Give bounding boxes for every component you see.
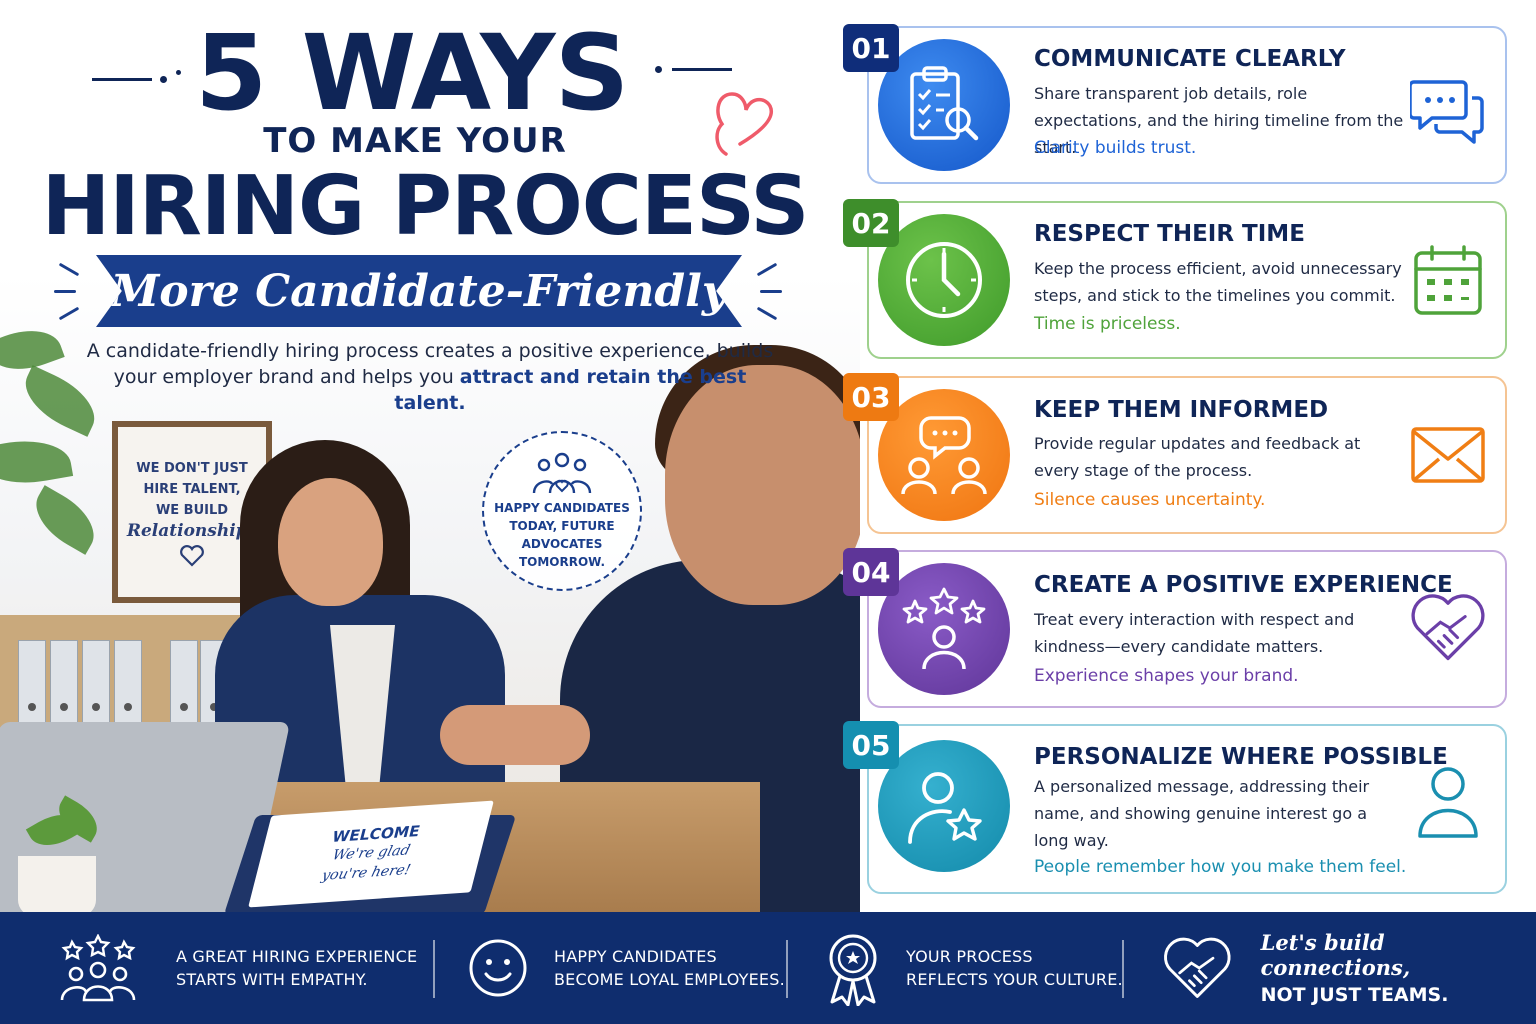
intro-paragraph: A candidate-friendly hiring process crea… — [80, 338, 780, 416]
person-star-icon — [878, 740, 1010, 872]
binder — [170, 640, 198, 738]
poster-heart-icon — [180, 544, 204, 567]
plant-pot — [18, 856, 96, 912]
badge-line-2: TODAY, FUTURE — [509, 519, 615, 533]
title-deco-line — [672, 68, 732, 71]
card-number: 05 — [843, 721, 899, 769]
poster-script: Relationships — [126, 520, 258, 541]
footer-item-culture: YOUR PROCESS REFLECTS YOUR CULTURE. — [824, 912, 1123, 1024]
card-description: A personalized message, addressing their… — [1034, 777, 1370, 850]
card-tagline: Clarity builds trust. — [1034, 138, 1197, 158]
card-tagline: Silence causes uncertainty. — [1034, 490, 1266, 510]
footer-item-connections: Let's build connections, NOT JUST TEAMS. — [1162, 912, 1536, 1024]
footer-line: REFLECTS YOUR CULTURE. — [906, 970, 1123, 989]
card-title: PERSONALIZE WHERE POSSIBLE — [1034, 744, 1448, 770]
title-ways: WAYS — [301, 12, 630, 134]
ribbon-spark — [58, 262, 80, 277]
people-chat-icon — [878, 389, 1010, 521]
person-stars-icon — [878, 563, 1010, 695]
poster-line-3: WE BUILD — [155, 502, 229, 518]
ribbon-spark — [58, 306, 80, 321]
envelope-icon — [1408, 415, 1488, 495]
card-tagline: Time is priceless. — [1034, 314, 1181, 334]
card-title: CREATE A POSITIVE EXPERIENCE — [1034, 572, 1453, 598]
award-ribbon-icon — [829, 934, 877, 1006]
clock-icon — [878, 214, 1010, 346]
card-number: 04 — [843, 548, 899, 596]
footer-divider — [786, 940, 788, 998]
footer-bold: NOT JUST TEAMS. — [1260, 984, 1449, 1006]
footer-item-happy-candidates: HAPPY CANDIDATES BECOME LOYAL EMPLOYEES. — [468, 912, 785, 1024]
plant-leaf — [24, 485, 106, 555]
person-outline-icon — [1408, 762, 1488, 842]
hero-section: WE DON'T JUST HIRE TALENT, WE BUILD Rela… — [0, 0, 860, 912]
happy-candidates-badge: HAPPY CANDIDATES TODAY, FUTURE ADVOCATES… — [482, 431, 642, 591]
footer-line: A GREAT HIRING EXPERIENCE — [176, 947, 418, 966]
heart-handshake-icon — [1164, 937, 1231, 998]
title-hiring-process: HIRING PROCESS — [41, 159, 810, 254]
card-description: Share transparent job details, role expe… — [1034, 84, 1404, 157]
welcome-card: WELCOME We're glad you're here! — [248, 800, 494, 908]
plant-leaf — [0, 432, 74, 492]
title-number: 5 — [195, 12, 267, 134]
smiley-icon — [469, 939, 527, 997]
footer-line: BECOME LOYAL EMPLOYEES. — [554, 970, 785, 989]
binder — [18, 640, 46, 738]
card-tagline: Experience shapes your brand. — [1034, 666, 1299, 686]
group-heart-icon — [532, 452, 592, 494]
title-deco-line — [92, 78, 152, 81]
card-number: 02 — [843, 199, 899, 247]
title-to-make-your: TO MAKE YOUR — [263, 121, 567, 161]
binder — [114, 640, 142, 738]
card-description: Treat every interaction with respect and… — [1034, 610, 1355, 656]
card-description: Provide regular updates and feedback at … — [1034, 434, 1361, 480]
handshake-heart-icon — [1408, 588, 1488, 668]
badge-line-1: HAPPY CANDIDATES — [494, 501, 630, 515]
footer-item-empathy: A GREAT HIRING EXPERIENCE STARTS WITH EM… — [56, 912, 417, 1024]
title-deco-dot — [176, 70, 181, 75]
card-title: RESPECT THEIR TIME — [1034, 221, 1305, 247]
footer-line: STARTS WITH EMPATHY. — [176, 970, 368, 989]
subtitle-text: More Candidate-Friendly — [110, 265, 728, 317]
title-deco-dot — [655, 66, 662, 73]
footer-line: HAPPY CANDIDATES — [554, 947, 717, 966]
card-number: 03 — [843, 373, 899, 421]
poster-line-1: WE DON'T JUST — [136, 460, 248, 476]
man-head — [665, 365, 860, 605]
handshake — [440, 705, 590, 765]
chat-bubbles-icon — [1408, 72, 1488, 152]
title-deco-dot — [160, 76, 167, 83]
card-tagline: People remember how you make them feel. — [1034, 857, 1407, 877]
poster-line-2: HIRE TALENT, — [143, 481, 241, 497]
binder — [82, 640, 110, 738]
ribbon-spark — [756, 262, 778, 277]
badge-line-3: ADVOCATES — [521, 537, 603, 551]
footer-line: YOUR PROCESS — [906, 947, 1033, 966]
binder — [50, 640, 78, 738]
ribbon-spark — [760, 290, 782, 293]
badge-text: HAPPY CANDIDATES TODAY, FUTURE ADVOCATES… — [494, 499, 630, 571]
ribbon-spark — [756, 306, 778, 321]
heart-icon — [715, 92, 773, 156]
team-stars-icon — [60, 934, 136, 1002]
title-five-ways: 5 WAYS — [195, 18, 629, 128]
footer-bar: A GREAT HIRING EXPERIENCE STARTS WITH EM… — [0, 912, 1536, 1024]
subtitle-ribbon: More Candidate-Friendly — [96, 255, 742, 327]
intro-highlight: attract and retain the best talent. — [394, 366, 747, 414]
footer-divider — [433, 940, 435, 998]
footer-divider — [1122, 940, 1124, 998]
calendar-icon — [1408, 240, 1488, 320]
card-number: 01 — [843, 24, 899, 72]
card-title: KEEP THEM INFORMED — [1034, 397, 1329, 423]
badge-line-4: TOMORROW. — [518, 555, 605, 569]
ribbon-spark — [54, 290, 76, 293]
card-title: COMMUNICATE CLEARLY — [1034, 46, 1346, 72]
card-description: Keep the process efficient, avoid unnece… — [1034, 259, 1402, 305]
woman-face — [278, 478, 383, 606]
footer-script: Let's build connections, — [1260, 930, 1411, 980]
intro-text: A candidate-friendly hiring process crea… — [86, 340, 774, 388]
clipboard-search-icon — [878, 39, 1010, 171]
